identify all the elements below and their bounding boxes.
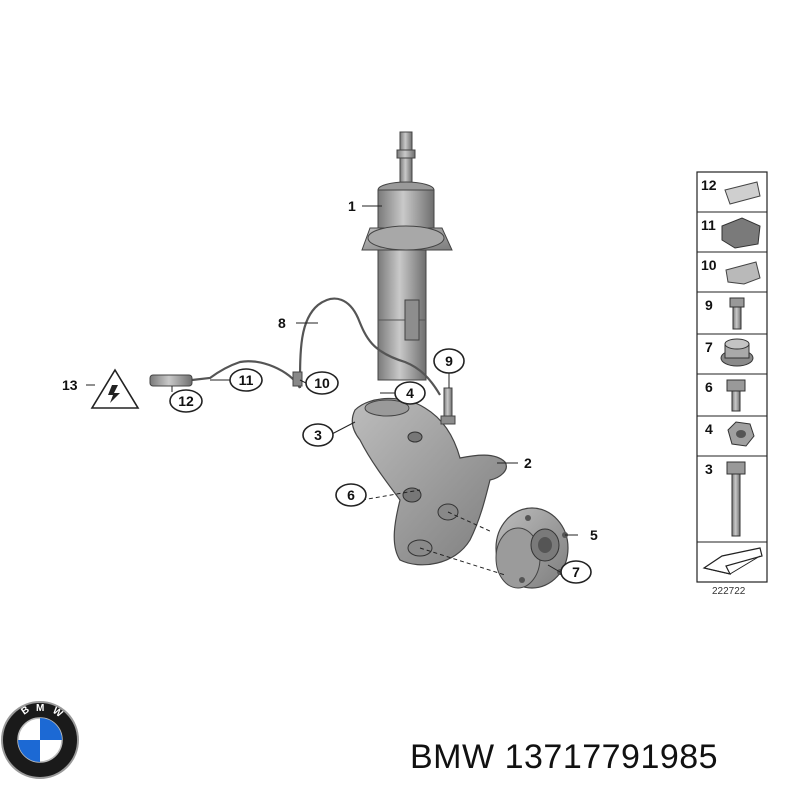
callout-12-label: 12 xyxy=(178,393,194,409)
legend-num-6: 6 xyxy=(705,379,713,395)
bolt-9 xyxy=(440,387,456,425)
callout-12: 12 xyxy=(169,389,203,413)
callout-10-label: 10 xyxy=(314,375,330,391)
wheel-hub xyxy=(495,507,569,589)
callout-2: 2 xyxy=(524,455,532,471)
legend-num-11: 11 xyxy=(701,217,716,233)
brand-name: BMW xyxy=(410,738,495,776)
callout-1-label: 1 xyxy=(348,198,356,214)
legend-num-12: 12 xyxy=(701,177,717,193)
legend-ref-code: 222722 xyxy=(712,586,746,597)
callout-10: 10 xyxy=(305,371,339,395)
callout-7: 7 xyxy=(560,560,592,584)
callout-13-label: 13 xyxy=(62,377,78,393)
bmw-logo: B M W xyxy=(1,701,79,779)
callout-3: 3 xyxy=(302,423,334,447)
callout-7-label: 7 xyxy=(572,564,580,580)
legend-item-11: 11 xyxy=(701,217,761,249)
callout-13: 13 xyxy=(62,377,78,393)
callout-6: 6 xyxy=(335,483,367,507)
callout-11-label: 11 xyxy=(239,372,254,388)
callout-1: 1 xyxy=(348,198,356,214)
legend-item-6: 6 xyxy=(705,379,746,412)
leader-lines xyxy=(86,205,578,576)
parts-legend: 12 11 10 9 7 6 xyxy=(696,171,768,597)
callout-2-label: 2 xyxy=(524,455,532,471)
legend-num-4: 4 xyxy=(705,421,713,437)
legend-item-9: 9 xyxy=(705,297,745,330)
part-number: 13717791985 xyxy=(504,738,719,776)
legend-num-9: 9 xyxy=(705,297,713,313)
callout-6-label: 6 xyxy=(347,487,355,503)
callout-5: 5 xyxy=(590,527,598,543)
legend-num-7: 7 xyxy=(705,339,713,355)
svg-text:M: M xyxy=(36,703,44,714)
direction-arrow-icon xyxy=(702,547,763,575)
callout-9: 9 xyxy=(433,348,465,374)
callout-9-label: 9 xyxy=(445,353,453,369)
steering-knuckle xyxy=(351,397,507,566)
legend-item-4: 4 xyxy=(705,421,755,447)
callout-8-label: 8 xyxy=(278,315,286,331)
legend-item-3: 3 xyxy=(705,461,746,537)
brake-wear-sensor xyxy=(149,297,441,396)
callout-3-label: 3 xyxy=(314,427,322,443)
strut-assembly xyxy=(361,131,453,381)
callout-4: 4 xyxy=(394,381,426,405)
legend-item-10: 10 xyxy=(701,257,761,285)
callout-4-label: 4 xyxy=(406,385,414,401)
callout-11: 11 xyxy=(229,368,263,392)
legend-num-10: 10 xyxy=(701,257,717,273)
callout-8: 8 xyxy=(278,315,286,331)
warning-symbol-icon xyxy=(90,368,140,409)
legend-num-3: 3 xyxy=(705,461,713,477)
legend-item-12: 12 xyxy=(701,177,761,205)
legend-item-7: 7 xyxy=(705,338,754,367)
callout-5-label: 5 xyxy=(590,527,598,543)
